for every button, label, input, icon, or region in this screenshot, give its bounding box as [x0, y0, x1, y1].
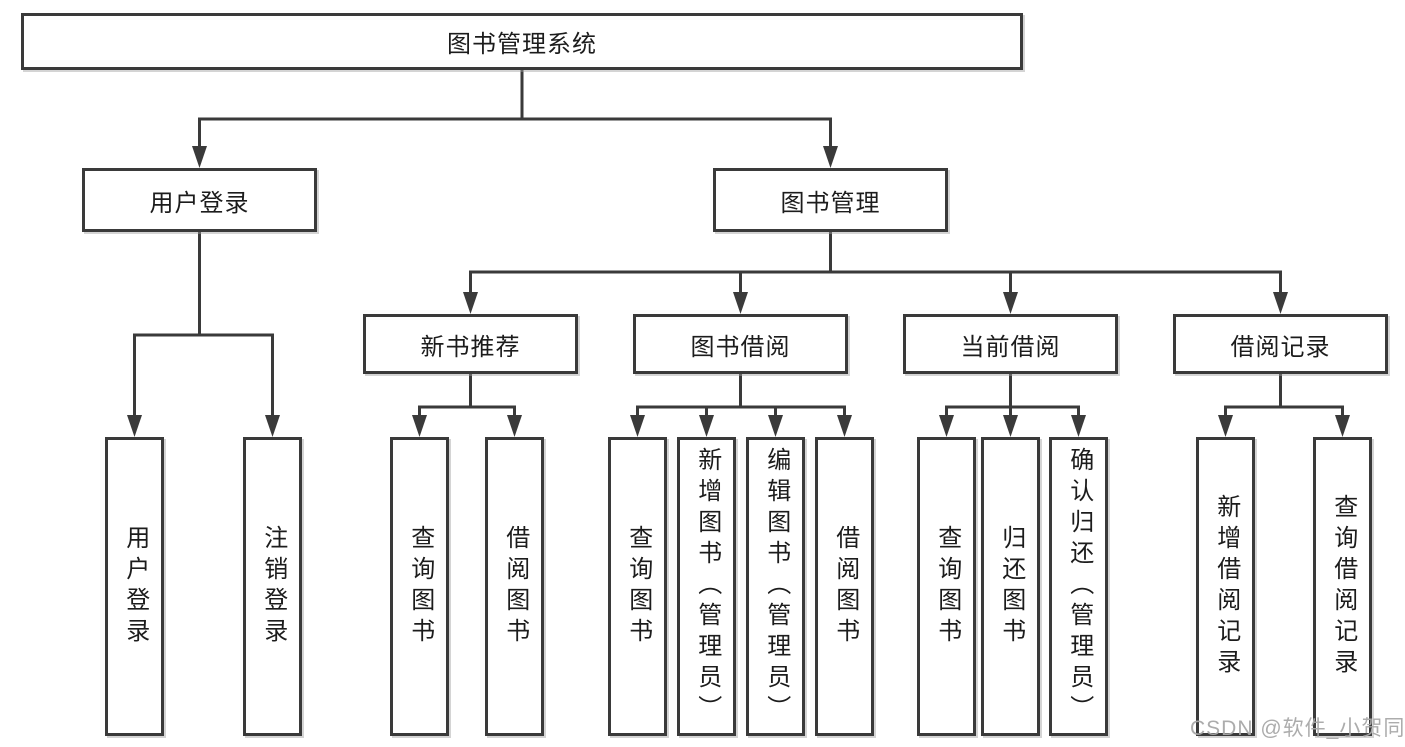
leaf-query-books-current: 查询图书: [917, 437, 976, 736]
leaf-user-login-label: 用户登录: [121, 524, 149, 649]
node-book-borrowing: 图书借阅: [633, 314, 848, 374]
node-new-book-recommend: 新书推荐: [363, 314, 578, 374]
leaf-logout-label: 注销登录: [259, 524, 287, 649]
leaf-confirm-return-admin: 确认归还（管理员）: [1049, 437, 1108, 736]
leaf-query-books-borrowing-label: 查询图书: [624, 524, 652, 649]
leaf-borrow-books-recommend: 借阅图书: [485, 437, 544, 736]
leaf-return-book-label: 归还图书: [997, 524, 1025, 649]
leaf-add-book-admin: 新增图书（管理员）: [677, 437, 736, 736]
leaf-borrow-books-borrowing-label: 借阅图书: [831, 524, 859, 649]
leaf-query-books-borrowing: 查询图书: [608, 437, 667, 736]
leaf-query-books-recommend-label: 查询图书: [406, 524, 434, 649]
leaf-query-books-recommend: 查询图书: [390, 437, 449, 736]
leaf-logout: 注销登录: [243, 437, 302, 736]
node-borrowing-records: 借阅记录: [1173, 314, 1388, 374]
node-book-management-label: 图书管理: [780, 189, 881, 217]
node-book-borrowing-label: 图书借阅: [690, 333, 791, 361]
leaf-user-login: 用户登录: [105, 437, 164, 736]
leaf-query-borrow-record-label: 查询借阅记录: [1329, 493, 1357, 680]
node-book-management: 图书管理: [713, 168, 948, 232]
leaf-edit-book-admin: 编辑图书（管理员）: [746, 437, 805, 736]
arrowheads: [127, 146, 1350, 437]
leaf-return-book: 归还图书: [981, 437, 1040, 736]
watermark: CSDN @软件_小贺同学: [1190, 717, 1405, 740]
leaf-borrow-books-recommend-label: 借阅图书: [501, 524, 529, 649]
node-current-borrowing-label: 当前借阅: [960, 333, 1061, 361]
node-root: 图书管理系统: [21, 13, 1023, 70]
node-current-borrowing: 当前借阅: [903, 314, 1118, 374]
leaf-query-books-current-label: 查询图书: [933, 524, 961, 649]
leaf-edit-book-admin-label: 编辑图书（管理员）: [762, 447, 790, 726]
leaf-add-borrow-record-label: 新增借阅记录: [1212, 493, 1240, 680]
leaf-query-borrow-record: 查询借阅记录: [1313, 437, 1372, 736]
leaf-add-book-admin-label: 新增图书（管理员）: [693, 447, 721, 726]
leaf-add-borrow-record: 新增借阅记录: [1196, 437, 1255, 736]
leaf-confirm-return-admin-label: 确认归还（管理员）: [1065, 447, 1093, 726]
node-borrowing-records-label: 借阅记录: [1230, 333, 1331, 361]
node-user-login-label: 用户登录: [149, 189, 250, 217]
node-new-book-recommend-label: 新书推荐: [420, 333, 521, 361]
node-root-label: 图书管理系统: [447, 31, 597, 58]
leaf-borrow-books-borrowing: 借阅图书: [815, 437, 874, 736]
node-user-login: 用户登录: [82, 168, 317, 232]
